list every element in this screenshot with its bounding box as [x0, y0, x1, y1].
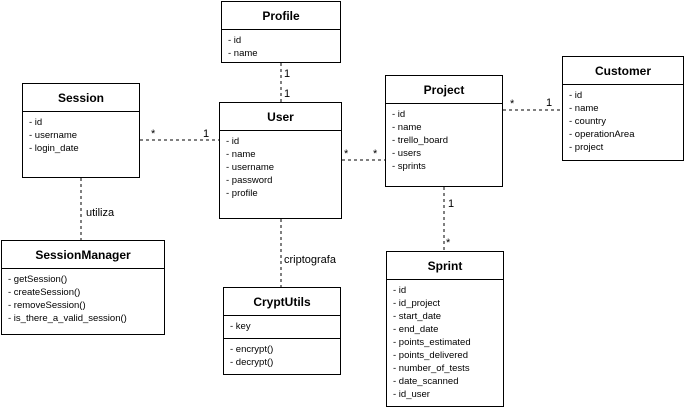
attribute: - date_scanned	[393, 376, 459, 387]
class-title: User	[220, 103, 341, 131]
label-utiliza: utiliza	[86, 207, 115, 219]
class-title: Sprint	[387, 252, 503, 280]
attributes-section: - id - name - country - operationArea - …	[563, 85, 683, 159]
class-profile[interactable]: Profile - id - name	[221, 1, 341, 63]
attribute: - points_estimated	[393, 337, 471, 348]
attribute: - country	[569, 116, 606, 127]
method: - decrypt()	[230, 357, 274, 368]
attributes-section: - id - name	[222, 30, 340, 65]
attribute: - users	[392, 148, 422, 159]
methods-section: - getSession() - createSession() - remov…	[2, 269, 164, 330]
mult-project-customer-left: *	[510, 98, 515, 110]
attribute: - id	[569, 90, 583, 101]
attribute: - login_date	[29, 143, 79, 154]
attribute: - name	[392, 122, 422, 133]
attribute: - id	[226, 136, 240, 147]
method: - removeSession()	[8, 300, 86, 311]
attribute: - name	[569, 103, 599, 114]
attributes-section: - key	[224, 316, 340, 338]
mult-project-sprint-top: 1	[448, 198, 454, 210]
method: - encrypt()	[230, 344, 274, 355]
attribute: - profile	[226, 188, 258, 199]
attribute: - id_user	[393, 389, 430, 400]
class-title: Session	[23, 84, 139, 112]
attribute: - sprints	[392, 161, 426, 172]
attribute: - points_delivered	[393, 350, 468, 361]
attribute: - id	[228, 35, 242, 46]
class-customer[interactable]: Customer - id - name - country - operati…	[562, 56, 684, 161]
attributes-section: - id - id_project - start_date - end_dat…	[387, 280, 503, 406]
attribute: - password	[226, 175, 273, 186]
attribute: - number_of_tests	[393, 363, 470, 374]
methods-section: - encrypt() - decrypt()	[224, 338, 340, 374]
attribute: - id	[392, 109, 406, 120]
class-project[interactable]: Project - id - name - trello_board - use…	[385, 75, 503, 187]
class-title: CryptUtils	[224, 288, 340, 316]
mult-profile-user-bottom: 1	[284, 88, 290, 100]
class-crypt-utils[interactable]: CryptUtils - key - encrypt() - decrypt()	[223, 287, 341, 375]
class-title: Customer	[563, 57, 683, 85]
attributes-section: - id - username - login_date	[23, 112, 139, 160]
attribute: - username	[226, 162, 275, 173]
attribute: - username	[29, 130, 78, 141]
attribute: - key	[230, 321, 251, 332]
attributes-section: - id - name - trello_board - users - spr…	[386, 104, 502, 178]
label-criptografa: criptografa	[284, 254, 337, 266]
mult-profile-user-top: 1	[284, 68, 290, 80]
mult-project-customer-right: 1	[546, 97, 552, 109]
attribute: - project	[569, 142, 604, 153]
attribute: - name	[226, 149, 256, 160]
attribute: - id_project	[393, 298, 440, 309]
class-session-manager[interactable]: SessionManager - getSession() - createSe…	[1, 240, 165, 335]
method: - getSession()	[8, 274, 68, 285]
class-title: Profile	[222, 2, 340, 30]
method: - is_there_a_valid_session()	[8, 313, 127, 324]
class-user[interactable]: User - id - name - username - password -…	[219, 102, 342, 219]
class-title: SessionManager	[2, 241, 164, 269]
class-session[interactable]: Session - id - username - login_date	[22, 83, 140, 178]
attributes-section: - id - name - username - password - prof…	[220, 131, 341, 205]
attribute: - id	[29, 117, 43, 128]
class-title: Project	[386, 76, 502, 104]
attribute: - operationArea	[569, 129, 635, 140]
mult-user-project-left: *	[344, 148, 349, 160]
mult-project-sprint-bottom: *	[446, 237, 451, 249]
attribute: - name	[228, 48, 258, 59]
attribute: - start_date	[393, 311, 442, 322]
attribute: - id	[393, 285, 407, 296]
mult-session-user-right: 1	[203, 128, 209, 140]
mult-user-project-right: *	[373, 148, 378, 160]
method: - createSession()	[8, 287, 81, 298]
attribute: - end_date	[393, 324, 439, 335]
attribute: - trello_board	[392, 135, 448, 146]
class-sprint[interactable]: Sprint - id - id_project - start_date - …	[386, 251, 504, 407]
mult-session-user-left: *	[151, 128, 156, 140]
